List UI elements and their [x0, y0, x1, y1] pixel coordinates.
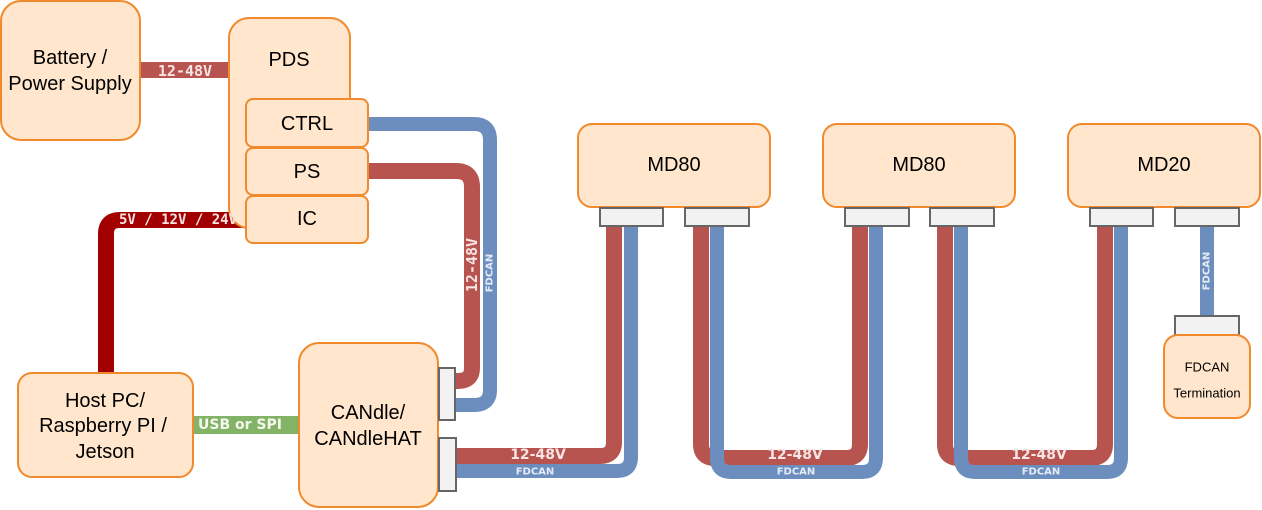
md80-1-port-2[interactable] [684, 207, 750, 227]
battery-block[interactable]: Battery / Power Supply [0, 0, 141, 141]
label-md80-2-md20-fdcan: FDCAN [1022, 467, 1061, 478]
pds-ps-module[interactable]: PS [245, 147, 369, 196]
label-pds-candle-power: 12-48V [463, 238, 481, 292]
label-candle-md80-1-fdcan: FDCAN [516, 467, 555, 478]
label-md20-termination-fdcan: FDCAN [1202, 252, 1213, 291]
md20-port-2[interactable] [1174, 207, 1240, 227]
battery-label-line-1: Battery / [33, 47, 108, 69]
candle-port-2[interactable] [438, 437, 457, 492]
label-md80-1-md80-2-power: 12-48V [767, 447, 823, 463]
md80-1-block[interactable]: MD80 [577, 123, 771, 208]
label-battery-pds: 12-48V [158, 62, 212, 80]
label-pds-ic-host: 5V / 12V / 24V [119, 212, 238, 228]
host-label-line-2: Raspberry PI / [39, 415, 167, 437]
md20-label: MD20 [1137, 154, 1190, 176]
md80-1-port-1[interactable] [599, 207, 664, 227]
label-md80-1-md80-2-fdcan: FDCAN [777, 467, 816, 478]
label-host-candle: USB or SPI [198, 417, 282, 433]
pds-ic-label: IC [297, 208, 317, 230]
wire-md80-1-md80-2-power [693, 226, 868, 466]
termination-port[interactable] [1174, 315, 1240, 336]
label-md80-2-md20-power: 12-48V [1011, 447, 1067, 463]
label-pds-candle-fdcan: FDCAN [485, 254, 496, 293]
pds-ic-module[interactable]: IC [245, 195, 369, 244]
md80-1-label: MD80 [647, 154, 700, 176]
wire-candle-md80-1-fdcan [455, 226, 638, 478]
md80-2-port-1[interactable] [844, 207, 910, 227]
wire-pds-ic-host [98, 212, 246, 374]
candle-label-line-1: CANdle/ [331, 402, 406, 424]
pds-ctrl-label: CTRL [281, 113, 333, 135]
wire-pds-candle-fdcan [368, 117, 497, 412]
pds-ps-label: PS [294, 161, 321, 183]
pds-label: PDS [268, 49, 309, 71]
md20-block[interactable]: MD20 [1067, 123, 1261, 208]
md20-port-1[interactable] [1089, 207, 1154, 227]
candle-port-1[interactable] [438, 367, 456, 421]
wire-md80-1-md80-2-fdcan [710, 226, 883, 479]
host-label-line-3: Jetson [76, 441, 135, 463]
termination-label-line-1: FDCAN [1185, 360, 1230, 375]
md80-2-port-2[interactable] [929, 207, 995, 227]
label-candle-md80-1-power: 12-48V [510, 447, 566, 463]
candle-block[interactable]: CANdle/ CANdleHAT [298, 342, 439, 508]
candle-label-line-2: CANdleHAT [314, 428, 421, 450]
wire-pds-candle-power [368, 163, 480, 389]
battery-label-line-2: Power Supply [8, 73, 131, 95]
host-pc-block[interactable]: Host PC/ Raspberry PI / Jetson [17, 372, 194, 478]
wire-candle-md80-1-power [455, 226, 622, 464]
wire-md80-2-md20-fdcan [954, 226, 1128, 479]
pds-ctrl-module[interactable]: CTRL [245, 98, 369, 148]
termination-label-line-2: Termination [1173, 386, 1240, 401]
md80-2-label: MD80 [892, 154, 945, 176]
wire-md80-2-md20-power [937, 226, 1113, 466]
md80-2-block[interactable]: MD80 [822, 123, 1016, 208]
host-label-line-1: Host PC/ [65, 390, 145, 412]
fdcan-termination-block[interactable]: FDCAN Termination [1163, 334, 1251, 419]
